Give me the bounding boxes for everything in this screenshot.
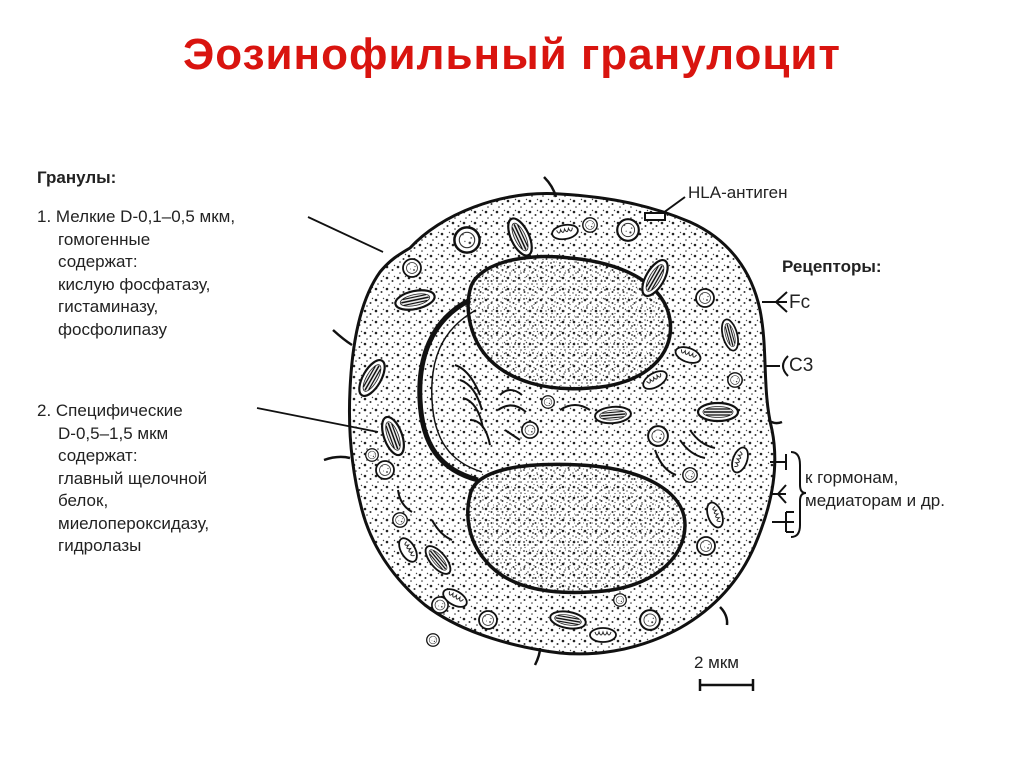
hormones-bracket xyxy=(791,452,806,537)
scale-bar xyxy=(700,679,753,691)
nucleus-lower-lobe xyxy=(468,464,685,592)
